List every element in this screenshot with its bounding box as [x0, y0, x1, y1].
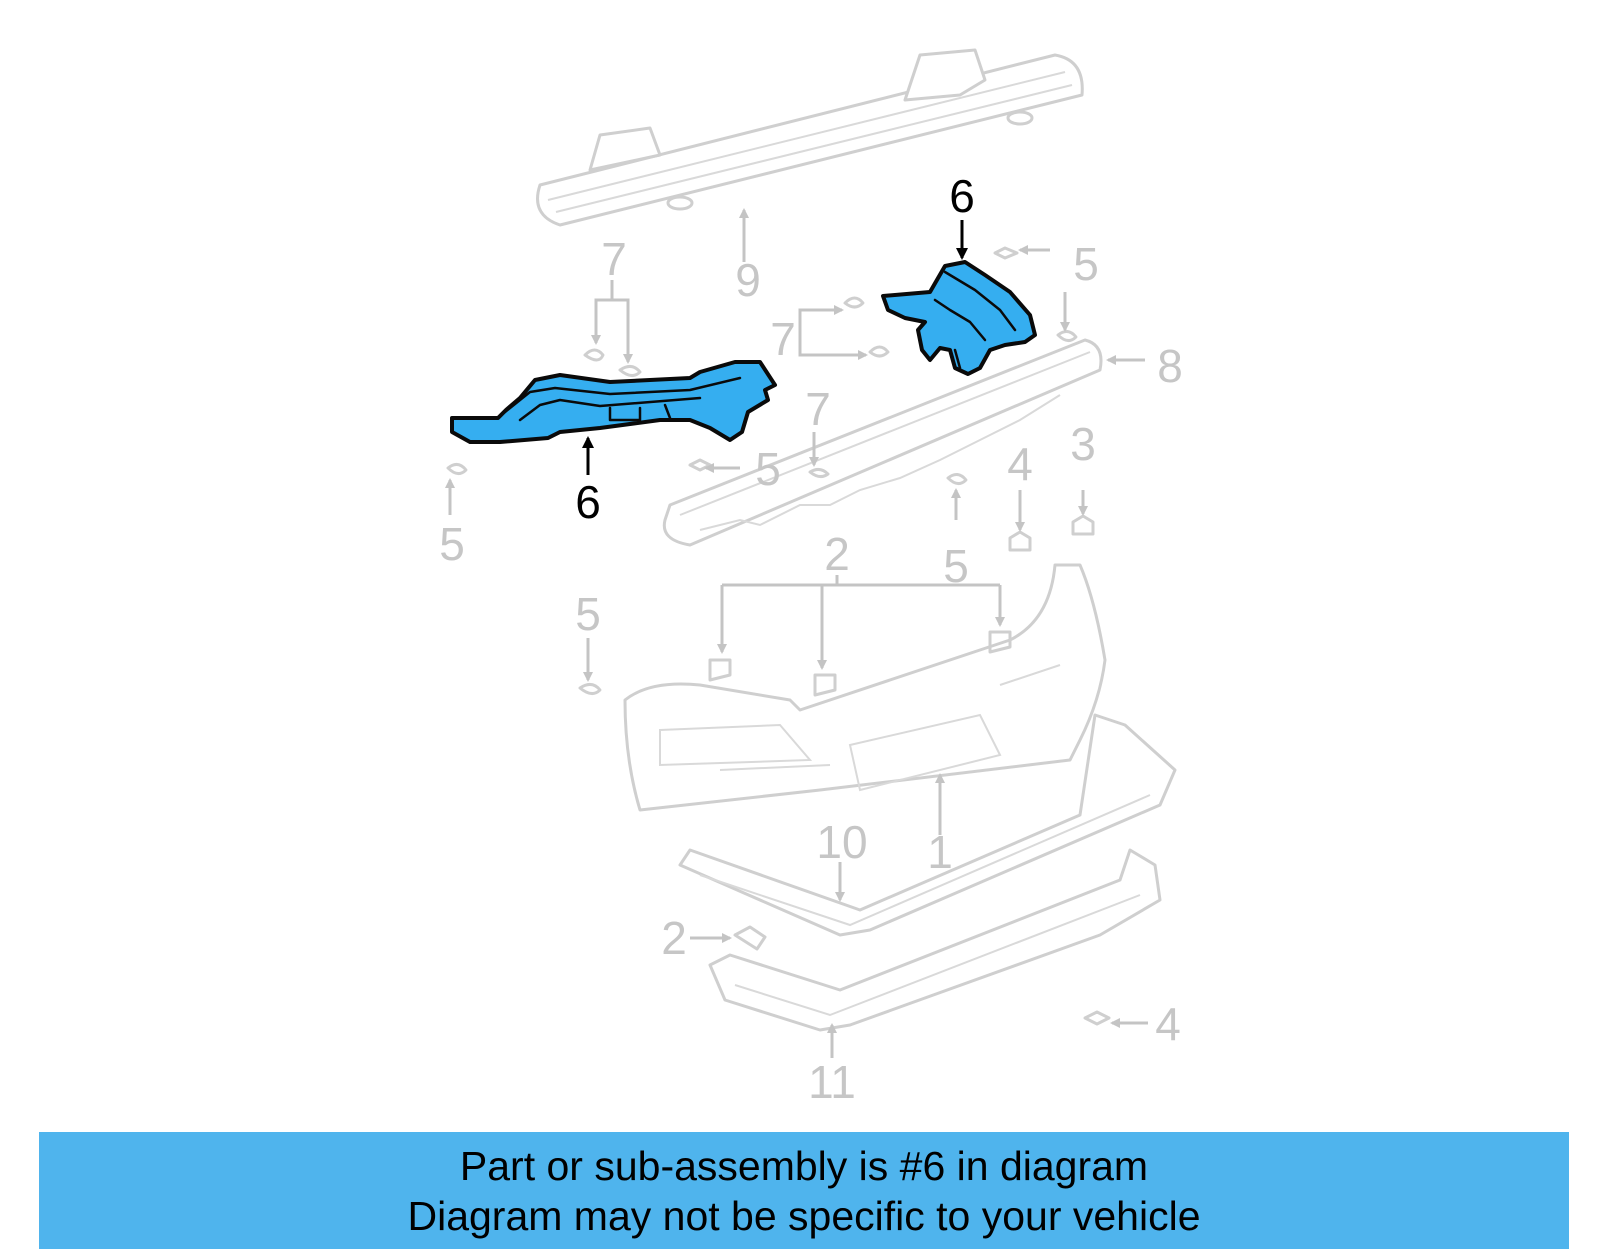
callout-5: 5	[1073, 238, 1099, 290]
callout-6-right: 6	[949, 170, 975, 222]
callout-3: 3	[1070, 418, 1096, 470]
lower-absorber-part-10	[678, 713, 1177, 937]
callout-5: 5	[755, 443, 781, 495]
callout-9: 9	[735, 254, 761, 306]
callout-4: 4	[1155, 998, 1181, 1050]
callout-7: 7	[770, 313, 796, 365]
highlight-leaders	[582, 220, 968, 475]
callout-10: 10	[816, 816, 867, 868]
fasteners	[446, 246, 1111, 1026]
callout-6-left: 6	[575, 476, 601, 528]
callout-5: 5	[943, 540, 969, 592]
bumper-cover-part-1	[623, 563, 1107, 812]
absorber-part-8	[662, 338, 1103, 547]
callout-7: 7	[601, 233, 627, 285]
callout-11: 11	[808, 1056, 856, 1108]
callout-5: 5	[439, 518, 465, 570]
banner-line-part: Part or sub-assembly is #6 in diagram	[459, 1142, 1149, 1189]
valance-part-11	[708, 848, 1162, 1032]
callout-4: 4	[1007, 438, 1033, 490]
callout-1: 1	[927, 826, 953, 878]
callout-7: 7	[805, 383, 831, 435]
banner-line-disclaimer: Diagram may not be specific to your vehi…	[407, 1192, 1201, 1239]
bracket-part-6-left[interactable]	[450, 360, 777, 444]
callout-8: 8	[1157, 340, 1183, 392]
callout-2: 2	[661, 912, 687, 964]
callout-2: 2	[824, 528, 850, 580]
info-banner: Part or sub-assembly is #6 in diagram Di…	[39, 1132, 1569, 1249]
callout-5: 5	[575, 588, 601, 640]
leader-lines	[445, 208, 1148, 1058]
reinforcement-bar-part-9	[536, 48, 1084, 227]
callout-labels: 9 7 7 7 5 5 5 5 5 8 4 4 3 2 2 1 10 11 6 …	[439, 170, 1183, 1108]
bracket-part-6-right[interactable]	[881, 260, 1037, 376]
